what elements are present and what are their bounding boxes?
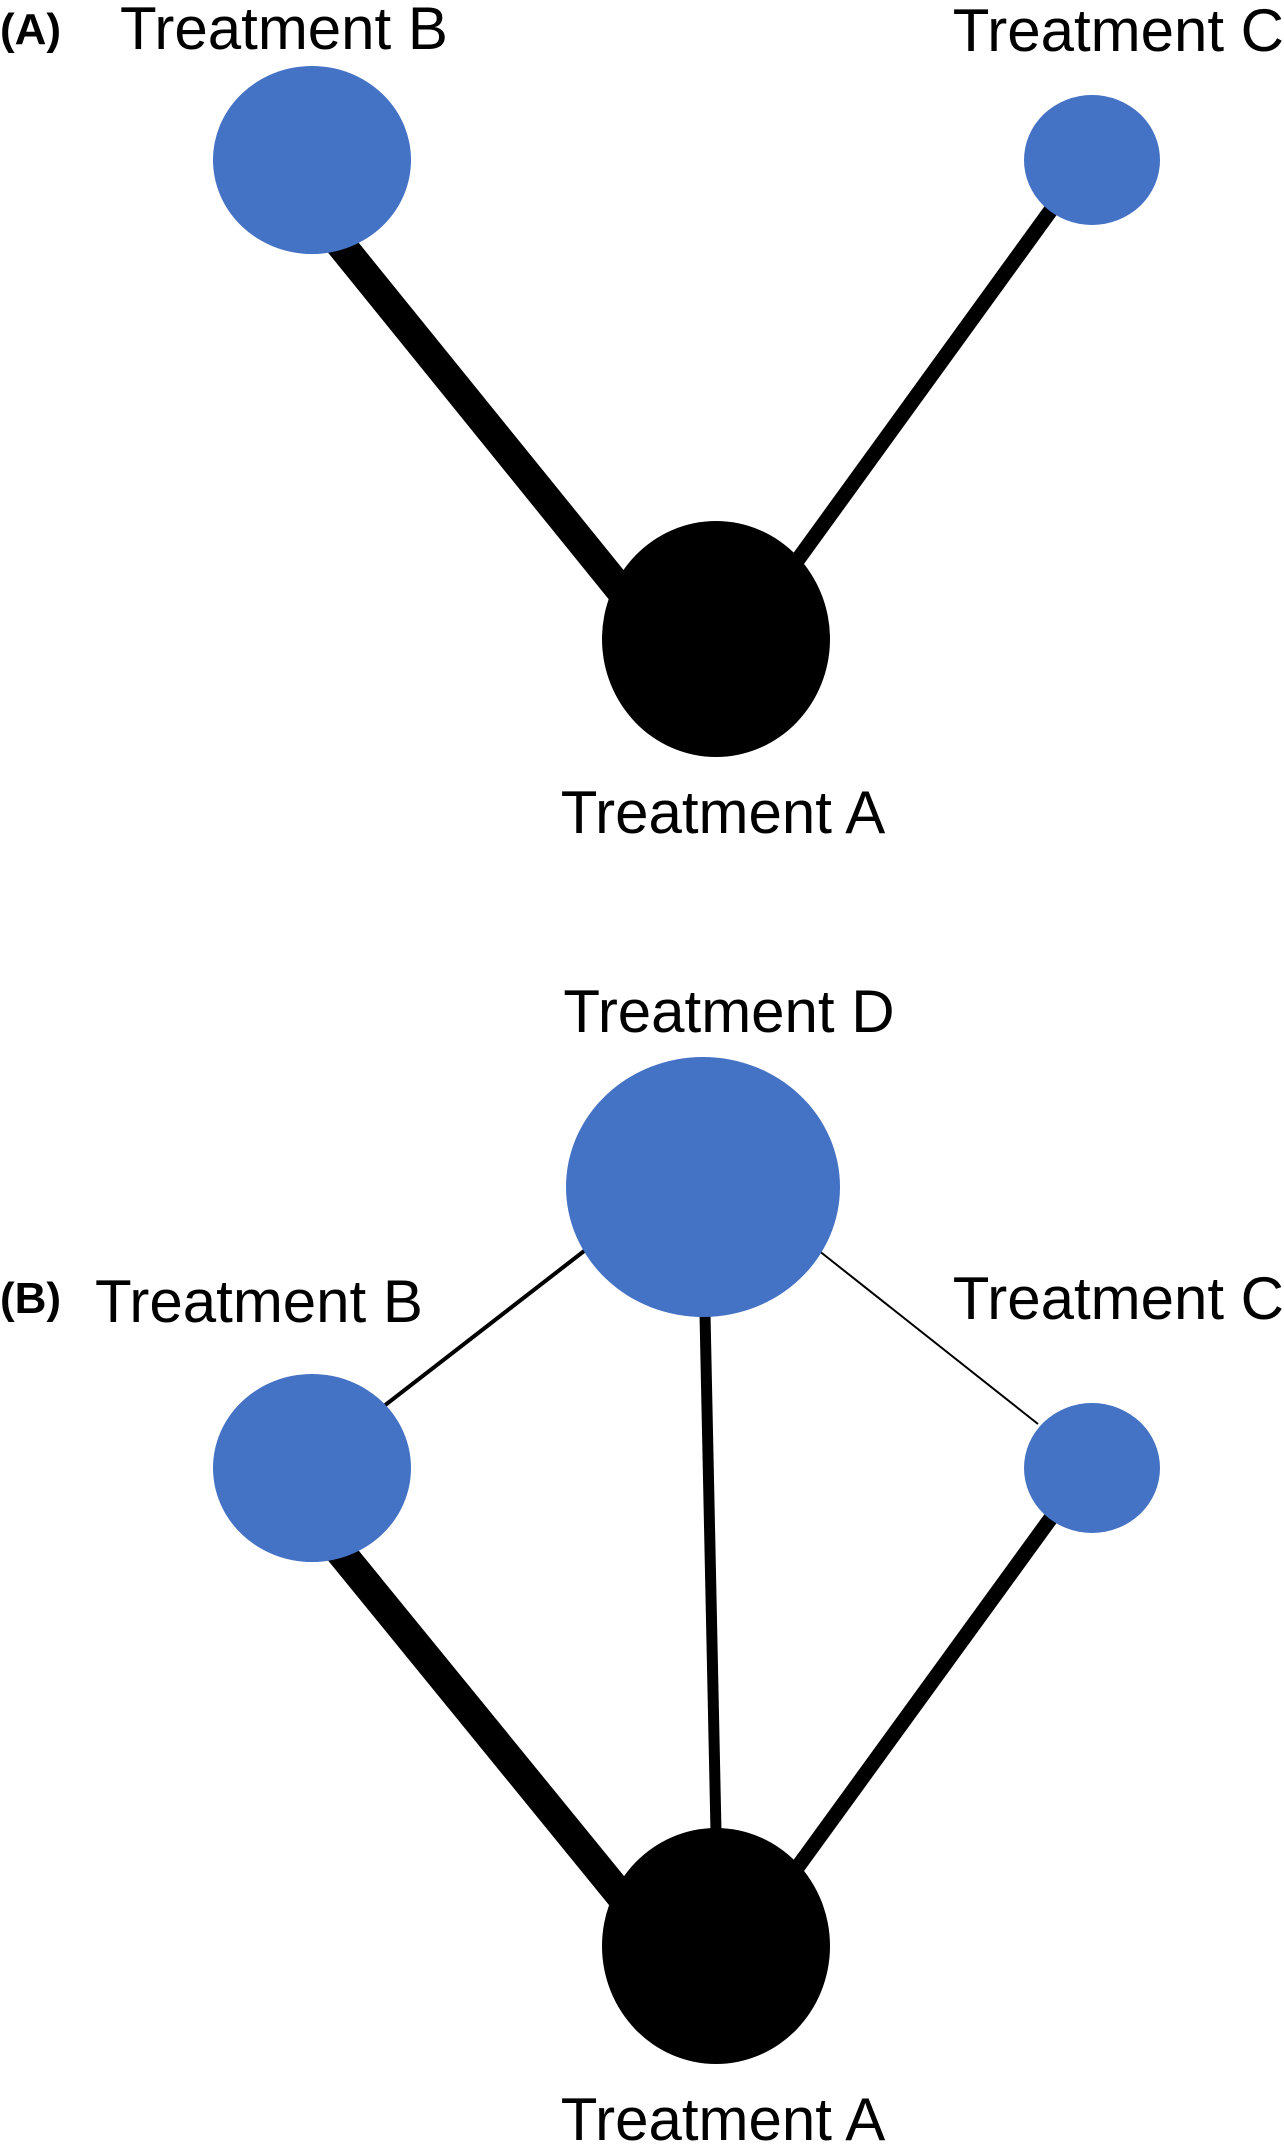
node-label-treatment-b: Treatment B: [95, 1268, 423, 1335]
panel-a: (A) Treatment B Treatment C Treatment A: [0, 0, 1284, 846]
panel-label: (A): [0, 5, 61, 54]
node-label-treatment-a: Treatment A: [561, 2086, 886, 2145]
edge-a-b: [313, 1523, 677, 1960]
edge-a-c: [758, 1473, 1087, 1917]
edge-a-c: [758, 165, 1087, 610]
node-treatment-d: [566, 1057, 840, 1317]
node-treatment-c: [1024, 1403, 1160, 1533]
node-label-treatment-c: Treatment C: [953, 1265, 1284, 1332]
edge-c-d: [817, 1249, 1039, 1425]
node-label-treatment-c: Treatment C: [953, 0, 1284, 64]
node-treatment-b: [213, 66, 411, 254]
node-treatment-a: [602, 521, 830, 757]
node-treatment-c: [1024, 95, 1160, 225]
panel-b: Treatment D (B) Treatment B Treatment C …: [0, 978, 1284, 2145]
node-label-treatment-d: Treatment D: [563, 978, 894, 1045]
node-treatment-b: [213, 1374, 411, 1562]
node-label-treatment-b: Treatment B: [120, 0, 448, 62]
node-treatment-a: [602, 1828, 830, 2064]
edge-a-d: [699, 1313, 722, 1833]
panel-label: (B): [0, 1274, 61, 1323]
node-label-treatment-a: Treatment A: [561, 779, 886, 846]
edge-a-b: [313, 215, 677, 655]
edge-b-d: [382, 1246, 590, 1408]
